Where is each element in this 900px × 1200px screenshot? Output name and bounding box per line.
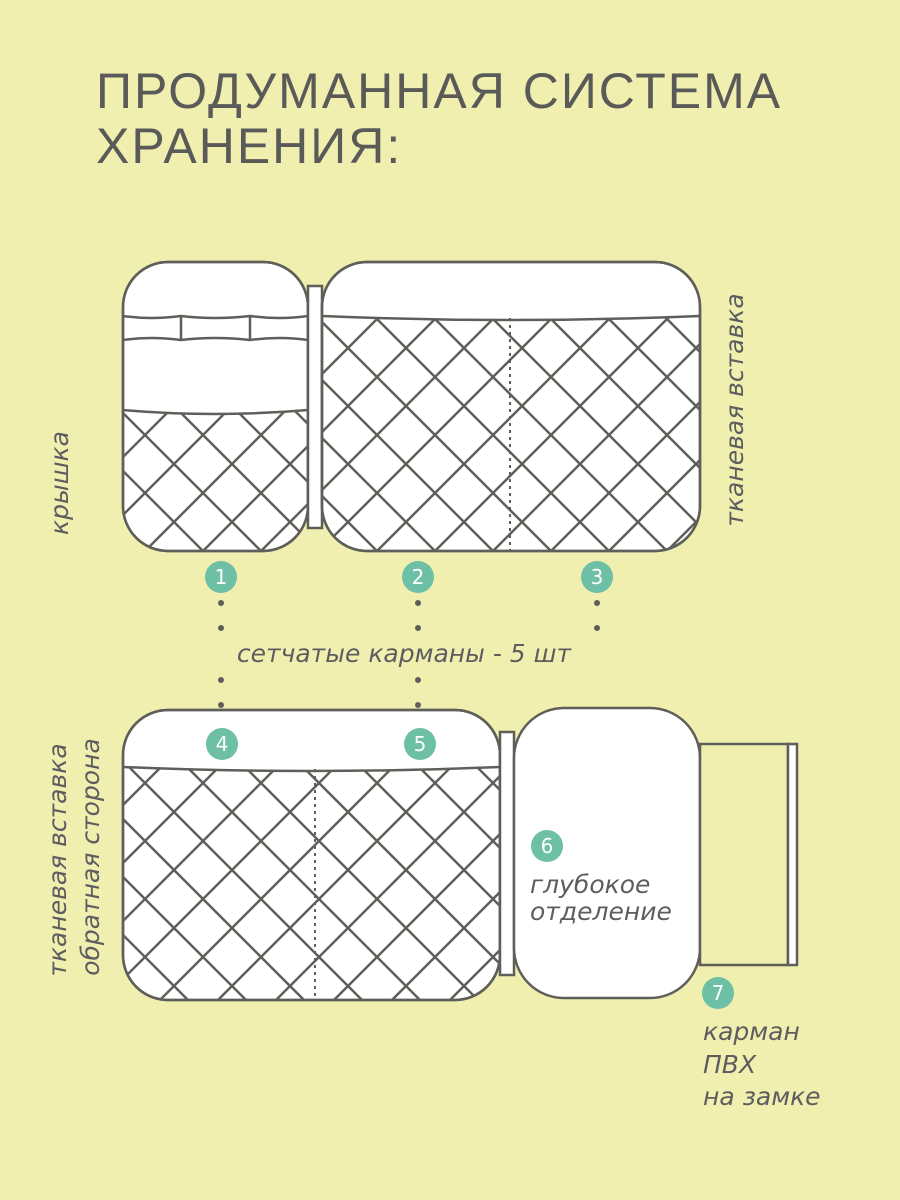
svg-text:3: 3 <box>591 565 604 589</box>
pvc-pocket <box>698 742 799 967</box>
lid-panel <box>121 260 310 553</box>
lid-label: крышка <box>45 431 74 535</box>
pvc-pocket-label-1: карман <box>703 1017 800 1046</box>
badge-7: 7 <box>702 977 734 1009</box>
back-fabric-label-1: тканевая вставка <box>43 743 72 976</box>
badge-5: 5 <box>404 728 436 760</box>
title-line-2: ХРАНЕНИЯ: <box>96 118 402 174</box>
pvc-pocket-label-2: ПВХ <box>703 1050 757 1079</box>
badge-3: 3 <box>581 561 613 593</box>
svg-text:2: 2 <box>412 565 425 589</box>
svg-text:1: 1 <box>215 565 228 589</box>
fabric-insert-label: тканевая вставка <box>720 293 749 526</box>
deep-compartment-label-2: отделение <box>530 897 672 926</box>
fabric-insert-panel <box>320 260 702 553</box>
spine-top <box>306 284 324 530</box>
back-fabric-panel <box>121 708 502 1002</box>
connector-dots <box>218 600 600 708</box>
badge-1: 1 <box>205 561 237 593</box>
svg-text:4: 4 <box>216 732 229 756</box>
spine-bottom <box>498 730 516 977</box>
badge-4: 4 <box>206 728 238 760</box>
mesh-pockets-label: сетчатые карманы - 5 шт <box>237 639 573 668</box>
deep-compartment-label-1: глубокое <box>530 870 650 899</box>
svg-text:6: 6 <box>541 834 554 858</box>
pvc-pocket-label-3: на замке <box>703 1082 821 1111</box>
svg-text:7: 7 <box>712 981 725 1005</box>
badge-2: 2 <box>402 561 434 593</box>
back-fabric-label-2: обратная сторона <box>76 738 105 976</box>
svg-text:5: 5 <box>414 732 427 756</box>
badge-6: 6 <box>531 830 563 862</box>
title-line-1: ПРОДУМАННАЯ СИСТЕМА <box>96 63 782 119</box>
